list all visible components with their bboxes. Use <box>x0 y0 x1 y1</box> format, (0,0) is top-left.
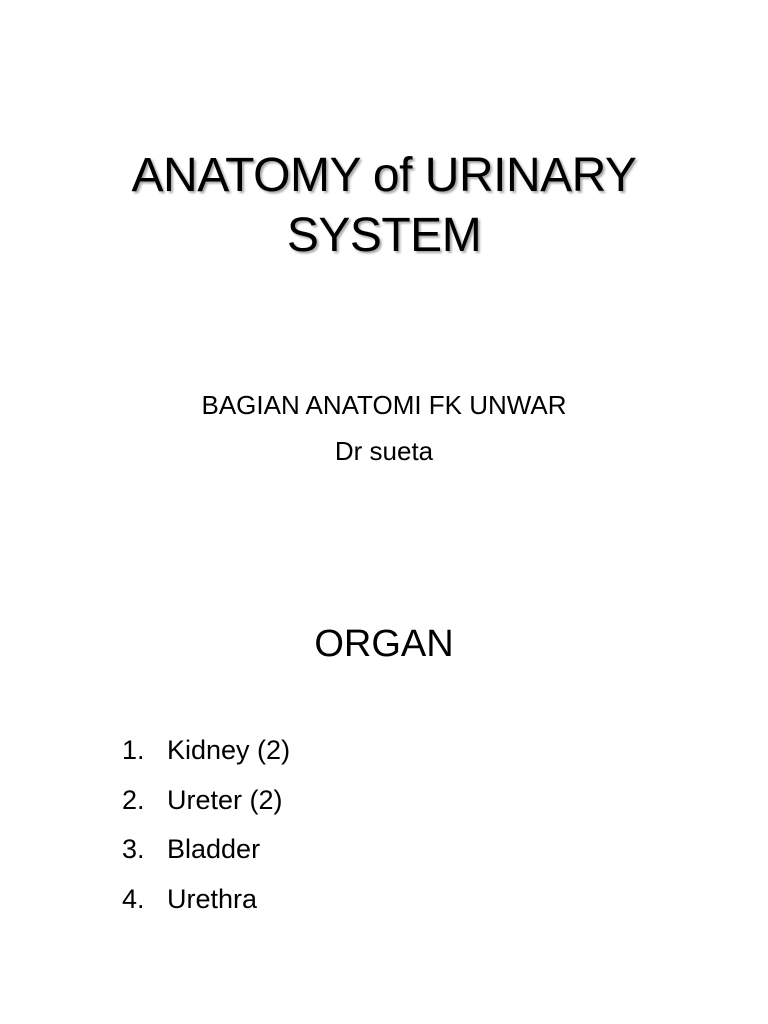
list-item-text: Urethra <box>167 883 258 914</box>
list-item: 3. Bladder <box>122 825 290 875</box>
list-number: 4. <box>122 883 145 914</box>
list-item: 4. Urethra <box>122 875 290 925</box>
list-number: 2. <box>122 784 145 815</box>
title-slide: ANATOMY of URINARY SYSTEM BAGIAN ANATOMI… <box>0 146 768 474</box>
title-line-1: ANATOMY of URINARY <box>131 149 637 202</box>
list-item-text: Bladder <box>167 834 261 864</box>
slide-subtitle: BAGIAN ANATOMI FK UNWAR Dr sueta <box>0 382 768 474</box>
list-item: 2. Ureter (2) <box>122 776 290 826</box>
list-number: 1. <box>122 735 145 765</box>
list-number: 3. <box>122 834 145 864</box>
list-item-text: Kidney (2) <box>167 735 291 765</box>
subtitle-author: Dr sueta <box>334 436 434 466</box>
list-item: 1. Kidney (2) <box>122 726 290 776</box>
list-item-text: Ureter (2) <box>167 784 283 815</box>
organ-slide: ORGAN 1. Kidney (2) 2. Ureter (2) 3. Bla… <box>0 512 768 1024</box>
organ-list: 1. Kidney (2) 2. Ureter (2) 3. Bladder 4… <box>122 726 290 924</box>
organ-heading: ORGAN <box>314 623 454 665</box>
title-line-2: SYSTEM <box>286 209 482 262</box>
slide-title: ANATOMY of URINARY SYSTEM <box>0 146 768 266</box>
subtitle-department: BAGIAN ANATOMI FK UNWAR <box>201 390 567 420</box>
